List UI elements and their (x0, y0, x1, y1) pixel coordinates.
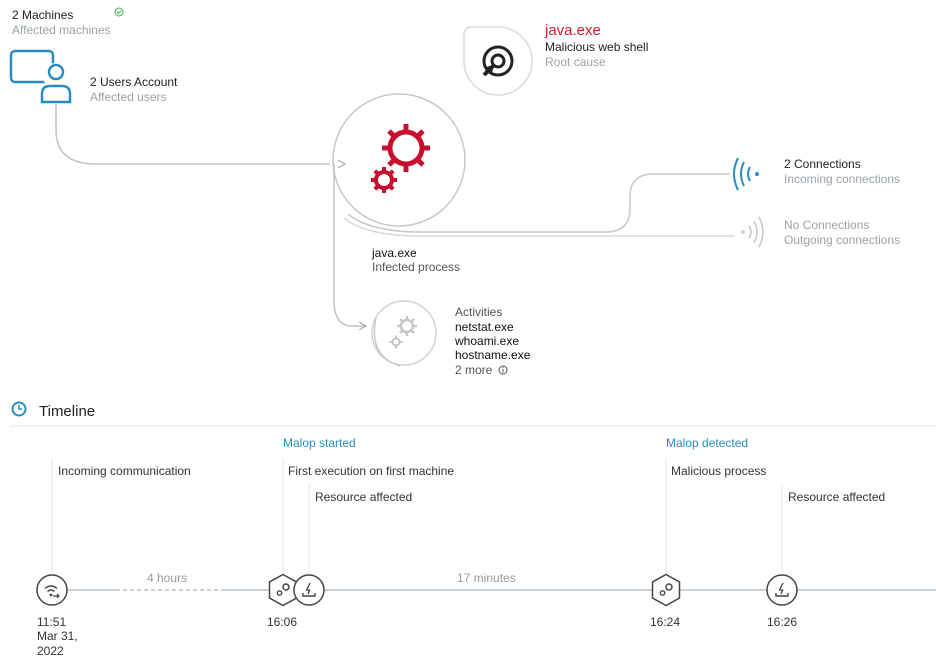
duration-label: 17 minutes (457, 571, 516, 585)
clock-icon (11, 401, 27, 417)
process-icon[interactable] (650, 573, 682, 607)
timeline-time: 11:51 (37, 615, 67, 629)
timeline-event-label: Resource affected (315, 490, 413, 504)
root-cause-type: Malicious web shell (545, 40, 649, 54)
timeline-time: 16:24 (650, 615, 681, 629)
wifi-outgoing-icon[interactable] (738, 216, 768, 248)
timeline-time: 16:06 (267, 615, 298, 629)
process-sublabel: Infected process (372, 260, 461, 274)
outgoing-sublabel: Outgoing connections (784, 233, 901, 247)
machines-count[interactable]: 2 Machines (12, 8, 74, 22)
resource-icon[interactable] (766, 574, 798, 606)
communication-icon[interactable] (36, 574, 68, 606)
web-shell-icon[interactable] (462, 25, 534, 97)
computer-user-icon[interactable] (8, 48, 76, 106)
timeline-event-label: Resource affected (788, 490, 886, 504)
activity-item[interactable]: whoami.exe (455, 334, 520, 348)
timeline-date: Mar 31, (37, 629, 78, 643)
resource-icon[interactable] (293, 574, 325, 606)
duration-label: 4 hours (147, 571, 188, 585)
timeline-title: Timeline (39, 403, 96, 420)
malop-detected-marker: Malop detected (666, 436, 749, 450)
gears-icon[interactable] (366, 122, 436, 198)
incoming-count[interactable]: 2 Connections (784, 157, 861, 171)
timeline-event-label: First execution on first machine (288, 464, 455, 478)
malop-started-marker: Malop started (283, 436, 356, 450)
machines-sublabel: Affected machines (12, 23, 111, 37)
wifi-incoming-icon[interactable] (732, 156, 766, 192)
activities-title: Activities (455, 305, 503, 319)
users-count[interactable]: 2 Users Account (90, 75, 178, 89)
activity-item[interactable]: netstat.exe (455, 320, 514, 334)
timeline-event-label: Malicious process (671, 464, 767, 478)
root-cause-name[interactable]: java.exe (545, 22, 601, 39)
timeline-time: 16:26 (767, 615, 798, 629)
check-circle-icon (114, 7, 124, 17)
info-icon[interactable] (498, 365, 508, 375)
activities-more-label[interactable]: 2 more (455, 363, 493, 377)
root-cause-sublabel: Root cause (545, 55, 606, 69)
activity-item[interactable]: hostname.exe (455, 348, 531, 362)
activity-gears-icon[interactable] (384, 312, 424, 352)
outgoing-count[interactable]: No Connections (784, 218, 870, 232)
activities-more-link[interactable]: 2 more (455, 363, 508, 378)
timeline-event-label: Incoming communication (58, 464, 191, 478)
timeline-date: 2022 (37, 644, 64, 658)
users-sublabel: Affected users (90, 90, 167, 104)
process-name[interactable]: java.exe (372, 246, 417, 260)
incoming-sublabel: Incoming connections (784, 172, 901, 186)
